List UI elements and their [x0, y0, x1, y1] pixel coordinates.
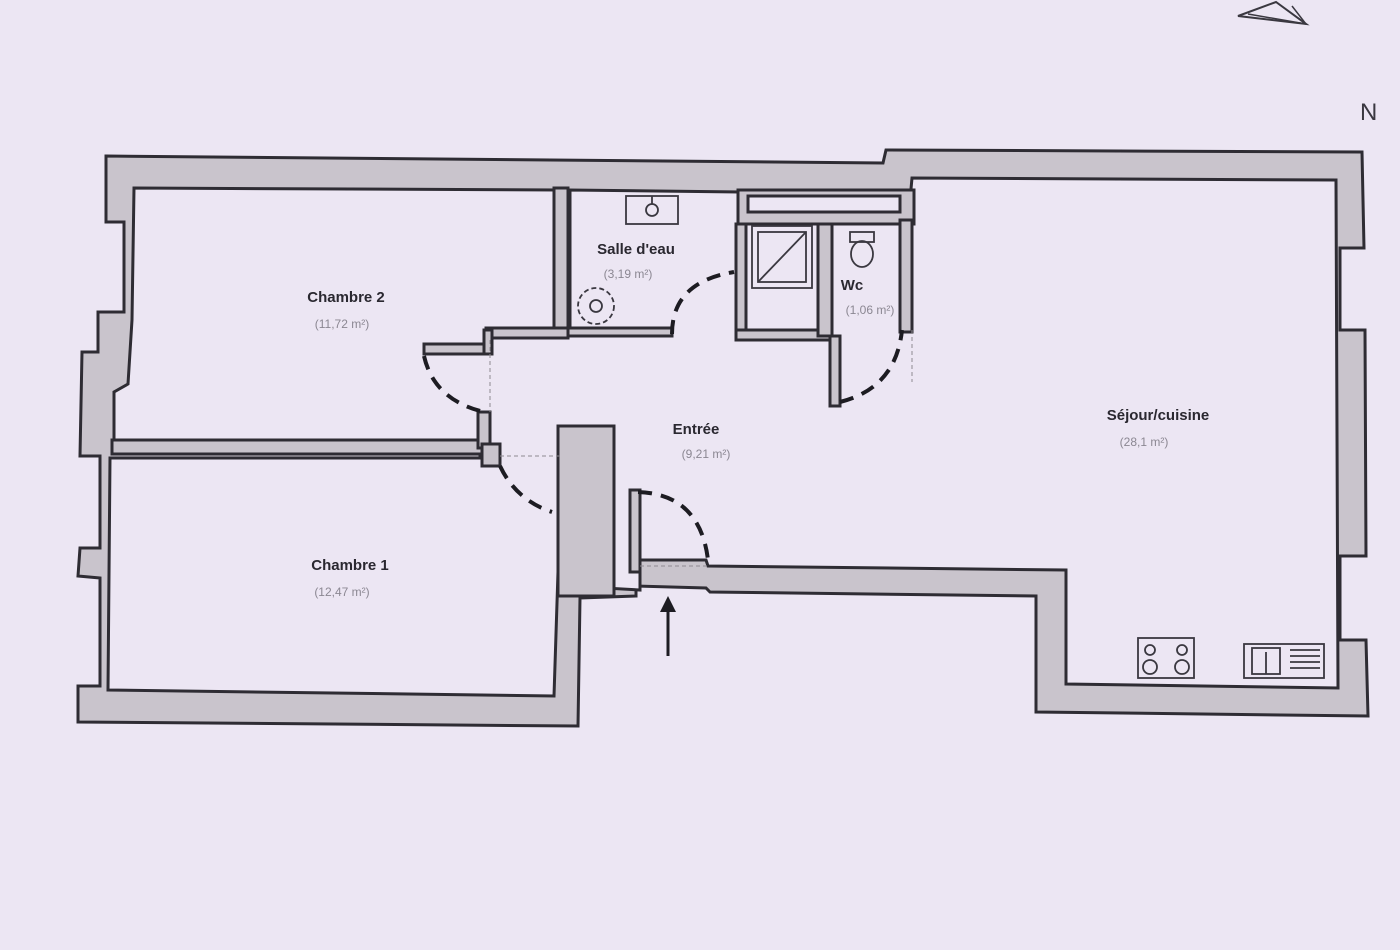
room-name: Salle d'eau [597, 241, 675, 258]
room-name: Séjour/cuisine [1107, 407, 1210, 424]
room-area: (9,21 m²) [682, 447, 731, 461]
room-label-salle-eau: Salle d'eau (3,19 m²) [597, 241, 675, 281]
room-name: Wc [841, 277, 864, 294]
room-label-chambre1: Chambre 1 (12,47 m²) [311, 557, 389, 599]
outer-walls [76, 148, 1370, 728]
interior-walls [110, 186, 916, 598]
room-area: (11,72 m²) [315, 317, 369, 331]
room-name: Entrée [673, 421, 720, 438]
shower-icon [751, 225, 813, 289]
entrance-arrow-icon [660, 596, 676, 656]
stove-icon [1137, 637, 1195, 679]
sink-icon [625, 195, 679, 225]
room-label-chambre2: Chambre 2 (11,72 m²) [307, 289, 385, 331]
kitchen-sink-icon [1243, 643, 1325, 679]
room-area: (3,19 m²) [604, 267, 653, 281]
room-area: (12,47 m²) [314, 585, 369, 599]
room-label-wc: Wc (1,06 m²) [841, 277, 895, 317]
room-area: (28,1 m²) [1120, 435, 1169, 449]
north-label: N [1360, 99, 1377, 126]
room-area: (1,06 m²) [846, 303, 895, 317]
room-name: Chambre 1 [311, 557, 389, 574]
compass-arrow-icon [1237, 0, 1310, 26]
door-swings [422, 270, 904, 561]
basin-icon [577, 287, 615, 325]
room-name: Chambre 2 [307, 289, 385, 306]
toilet-icon [849, 231, 875, 268]
room-label-entree: Entrée (9,21 m²) [673, 421, 731, 461]
threshold-lines [489, 330, 913, 567]
room-label-sejour: Séjour/cuisine (28,1 m²) [1107, 407, 1210, 449]
